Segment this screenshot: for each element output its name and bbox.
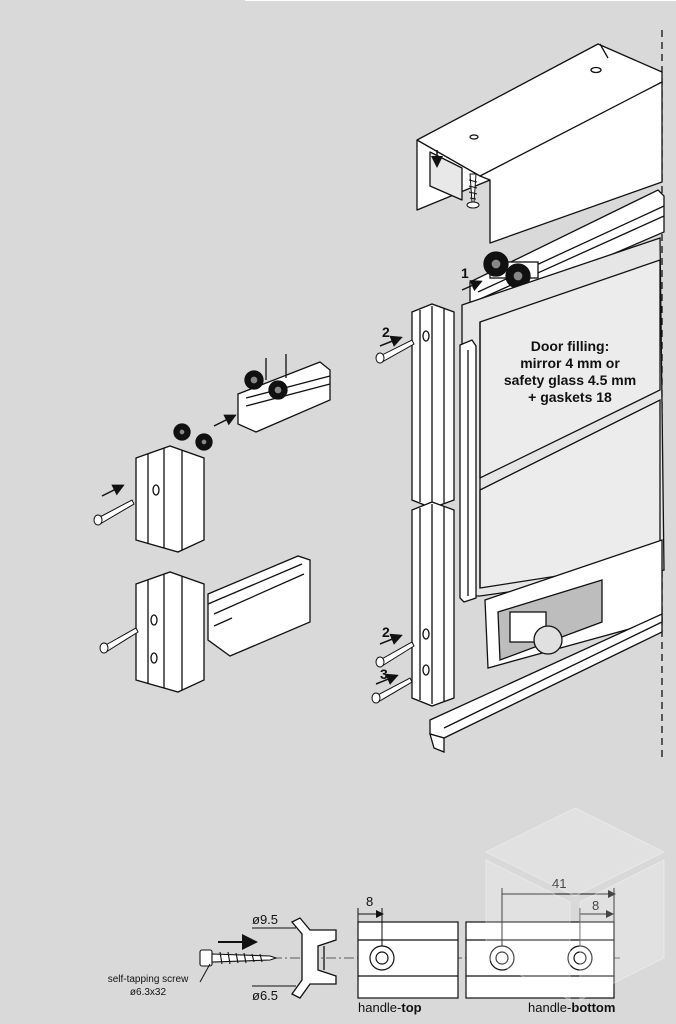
step-3-label: 3 xyxy=(380,666,388,682)
screw-step-2-lower xyxy=(375,641,415,668)
arrow-step-3 xyxy=(375,673,399,685)
panel-gasket xyxy=(459,339,477,603)
dim-top-8-label: 8 xyxy=(366,894,373,909)
left-screw-upper xyxy=(93,499,135,526)
dim-bottom-8 xyxy=(579,908,614,946)
handle-bottom-label: handle-bottom xyxy=(528,1000,615,1015)
top-roller-assembly xyxy=(483,251,539,289)
handle-bottom-bold: bottom xyxy=(571,1000,615,1015)
screw-name: self-tapping screw xyxy=(108,974,189,985)
handle-bottom-prefix: handle- xyxy=(528,1000,571,1015)
arrow-step-1 xyxy=(461,280,483,292)
dia-95-label: ø9.5 xyxy=(252,912,278,927)
left-screw-lower xyxy=(99,627,139,654)
left-profile-lower xyxy=(135,571,205,693)
step-2-lower-label: 2 xyxy=(382,624,390,640)
handle-top-drawing xyxy=(357,921,459,999)
dim-bottom-41 xyxy=(501,888,616,946)
handle-top-bold: top xyxy=(401,1000,421,1015)
door-filling-line-4: + gaskets 18 xyxy=(528,389,612,405)
handle-bottom-drawing xyxy=(465,921,615,999)
dim-bottom-8-label: 8 xyxy=(592,898,599,913)
step-1-label: 1 xyxy=(461,265,469,281)
screw-callout-line xyxy=(199,963,211,983)
dim-bottom-41-label: 41 xyxy=(552,876,566,891)
top-screw xyxy=(466,173,480,209)
bottom-roller-housing xyxy=(484,539,663,669)
door-filling-line-1: Door filling: xyxy=(531,338,610,354)
arrow-step-2-upper xyxy=(379,335,403,347)
handle-top-label: handle-top xyxy=(358,1000,422,1015)
left-arrow-carriage xyxy=(213,414,237,427)
door-filling-note: Door filling: mirror 4 mm or safety glas… xyxy=(504,338,636,405)
left-upper-carriage xyxy=(237,354,331,433)
door-filling-line-3: safety glass 4.5 mm xyxy=(504,372,636,388)
door-filling-line-2: mirror 4 mm or xyxy=(520,355,620,371)
handle-top-prefix: handle- xyxy=(358,1000,401,1015)
left-panel-piece xyxy=(207,555,311,657)
arrow-step-2-lower xyxy=(379,633,403,645)
left-profile-upper xyxy=(135,423,213,553)
vertical-profile-upper xyxy=(411,303,455,509)
dia-65-label: ø6.5 xyxy=(252,988,278,1003)
bottom-track xyxy=(429,612,663,753)
mirror-panel xyxy=(461,237,665,597)
cube-watermark-logo xyxy=(484,807,666,1001)
handle-screw xyxy=(199,949,278,967)
dim-top-8 xyxy=(357,908,384,946)
left-arrow-upper-screw xyxy=(101,484,125,497)
screw-size: ø6.3x32 xyxy=(130,987,167,998)
screw-step-3 xyxy=(371,677,413,704)
screw-step-2-upper xyxy=(375,339,415,364)
vertical-profile-lower xyxy=(411,501,455,707)
handle-cross-section xyxy=(290,917,337,999)
step-2-upper-label: 2 xyxy=(382,324,390,340)
